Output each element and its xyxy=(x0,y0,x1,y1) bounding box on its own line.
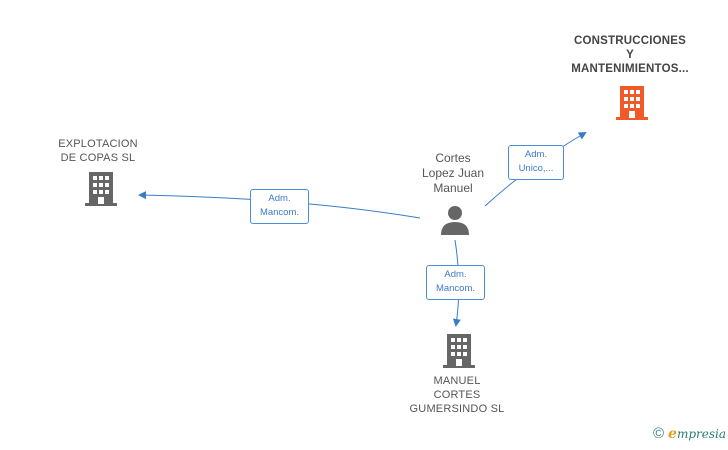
label-line: CORTES xyxy=(433,389,481,401)
brand-initial: e xyxy=(668,425,677,442)
node-label-manuel-cortes[interactable]: MANUEL CORTES GUMERSINDO SL xyxy=(397,374,517,416)
building-icon[interactable] xyxy=(616,86,648,120)
edge-label-line: Mancom. xyxy=(259,207,300,218)
node-label-construcciones[interactable]: CONSTRUCCIONES Y MANTENIMIENTOS... xyxy=(555,34,705,76)
label-line: DE COPAS SL xyxy=(60,152,136,164)
edge-label-line: Adm. xyxy=(524,149,548,160)
edge-label-line: Mancom. xyxy=(435,283,476,294)
label-line: Manuel xyxy=(433,181,473,195)
edge-label-adm-unico[interactable]: Adm. Unico,... xyxy=(508,145,564,180)
label-line: Cortes xyxy=(435,151,471,165)
brand-rest: mpresia xyxy=(676,426,726,441)
label-line: MANTENIMIENTOS... xyxy=(571,63,689,75)
edge-label-adm-mancom-manuel[interactable]: Adm. Mancom. xyxy=(426,265,485,300)
footer-brand: © empresia xyxy=(653,425,726,442)
building-icon[interactable] xyxy=(443,334,475,368)
label-line: CONSTRUCCIONES xyxy=(573,35,687,47)
node-label-explotacion[interactable]: EXPLOTACION DE COPAS SL xyxy=(38,137,158,165)
label-line: Y xyxy=(626,49,634,61)
building-icon[interactable] xyxy=(85,172,117,206)
label-line: EXPLOTACION xyxy=(58,138,138,150)
label-line: Lopez Juan xyxy=(421,166,485,180)
edge-label-line: Adm. xyxy=(268,193,291,204)
label-line: MANUEL xyxy=(433,375,481,387)
person-icon[interactable] xyxy=(440,205,470,235)
copyright-icon: © xyxy=(652,425,665,442)
node-label-person[interactable]: Cortes Lopez Juan Manuel xyxy=(403,151,503,196)
edge-label-line: Adm. xyxy=(444,269,467,280)
label-line: GUMERSINDO SL xyxy=(409,403,505,415)
edge-label-adm-mancom-explotacion[interactable]: Adm. Mancom. xyxy=(250,189,309,224)
edge-label-line: Unico,... xyxy=(518,163,554,174)
brand-logo[interactable]: empresia xyxy=(668,426,726,442)
